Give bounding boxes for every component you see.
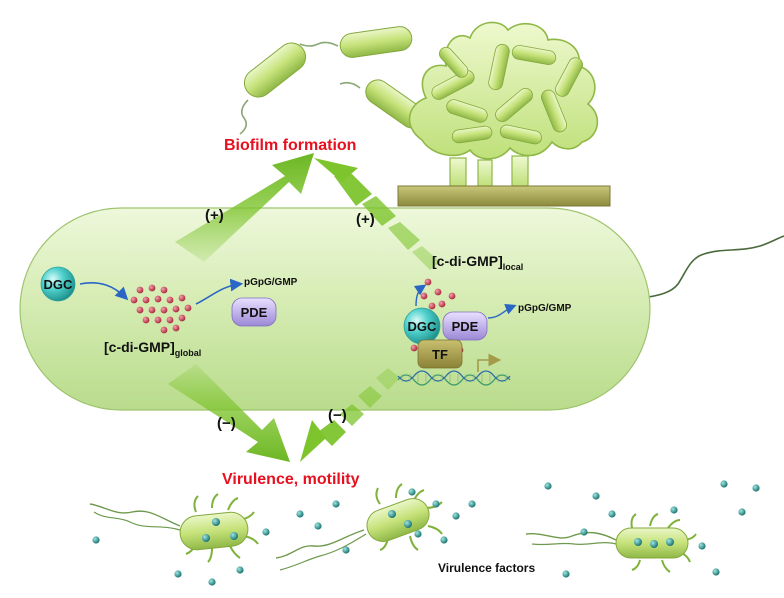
arrow-local-to-biofilm [314, 158, 440, 270]
virulence-factors-label: Virulence factors [438, 561, 535, 575]
global-synthesis-arrow [79, 282, 129, 301]
local-synthesis-arrow [413, 284, 427, 307]
sign-plus-local: (+) [356, 211, 375, 228]
arrow-global-to-biofilm [175, 153, 314, 262]
biofilm-illustration [397, 21, 611, 207]
biofilm-formation-title: Biofilm formation [224, 137, 356, 154]
global-pool-label: [c-di-GMP]global [104, 339, 201, 358]
global-degradation-arrow [195, 278, 244, 305]
sign-plus-global: (+) [205, 207, 224, 224]
arrow-local-to-virulence [300, 368, 400, 462]
global-dgc-label: DGC [44, 277, 74, 292]
transcription-factor: TF [417, 339, 463, 369]
flagellum [639, 235, 784, 299]
sign-minus-local: (−) [328, 407, 347, 424]
local-pool-label: [c-di-GMP]local [432, 253, 523, 272]
global-pool-subscript: global [175, 348, 202, 358]
dna-helix [397, 370, 511, 386]
virulent-bacterium-1 [89, 493, 259, 563]
transcription-start-arrow [477, 353, 502, 372]
global-product-label: pGpG/GMP [244, 277, 298, 288]
tf-label: TF [432, 347, 448, 362]
virulent-bacterium-2 [275, 483, 443, 571]
global-c-di-gmp-molecules [130, 284, 192, 334]
global-pde: PDE [231, 297, 277, 327]
global-pde-label: PDE [241, 305, 268, 320]
local-dgc-label: DGC [408, 319, 438, 334]
virulence-motility-title: Virulence, motility [222, 471, 360, 488]
sign-minus-global: (−) [217, 415, 236, 432]
local-pde-label: PDE [452, 319, 479, 334]
virulent-bacterium-3 [525, 513, 697, 573]
virulence-factor-dots [92, 480, 760, 586]
local-degradation-arrow [487, 303, 517, 319]
global-dgc: DGC [40, 266, 76, 302]
local-product-label: pGpG/GMP [518, 303, 572, 314]
planktonic-bacterium-2 [299, 26, 413, 58]
arrow-global-to-virulence [168, 364, 290, 462]
planktonic-bacterium-1 [239, 42, 307, 135]
local-dgc: DGC [403, 307, 441, 345]
local-pool-subscript: local [503, 262, 524, 272]
biofilm-surface [397, 185, 611, 207]
local-pde: PDE [442, 311, 488, 341]
